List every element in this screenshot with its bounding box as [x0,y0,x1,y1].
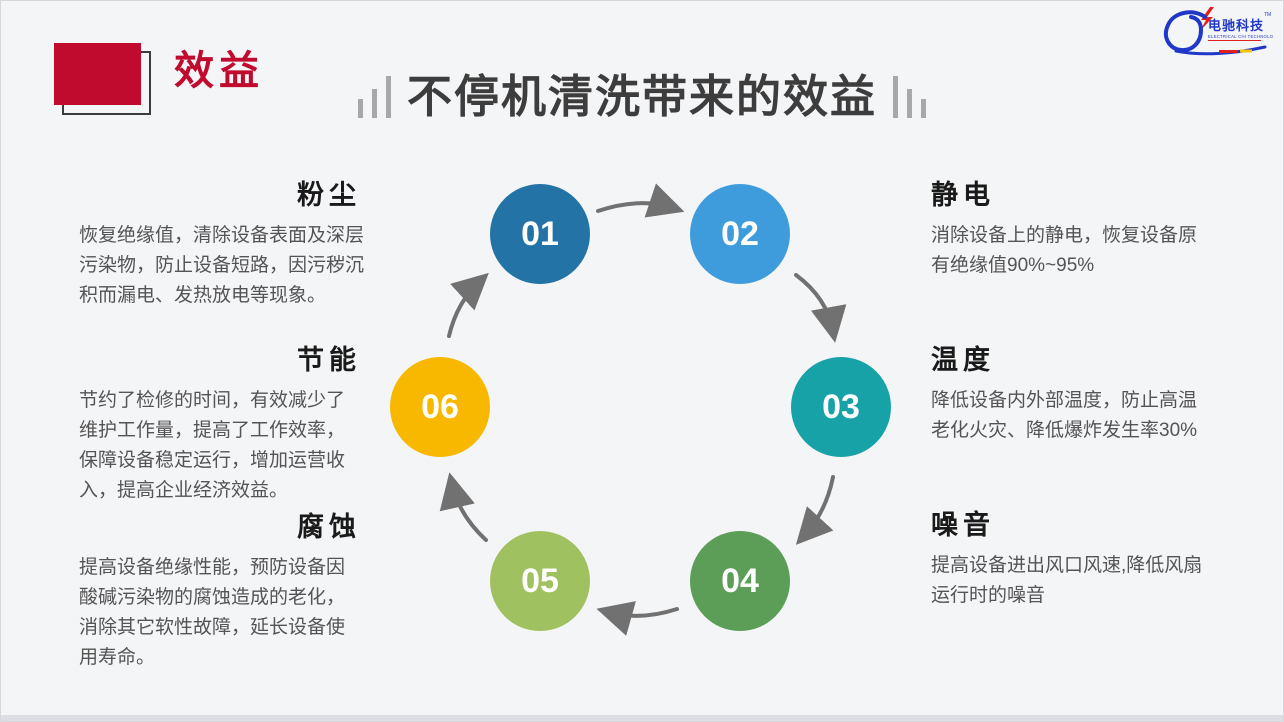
benefit-body: 提高设备绝缘性能，预防设备因 酸碱污染物的腐蚀造成的老化， 消除其它软性故障，延… [79,556,346,668]
arrow-01-02 [596,183,685,218]
arrow-05-06 [439,472,488,542]
benefit-energy-saving: 节能 节约了检修的时间，有效减少了 维护工作量，提高了工作效率， 保障设备稳定运… [79,345,369,506]
benefit-body: 提高设备进出风口风速,降低风扇 运行时的噪音 [931,554,1203,606]
accent-red-square [54,43,141,105]
arrow-06-01 [447,272,489,338]
benefit-body: 节约了检修的时间，有效减少了 维护工作量，提高了工作效率， 保障设备稳定运行，增… [79,389,346,501]
cycle-step-05: 05 [490,531,590,631]
page-title: 不停机清洗带来的效益 [406,71,877,122]
benefit-title: 粉尘 [297,180,361,210]
benefit-body: 降低设备内外部温度，防止高温 老化火灾、降低爆炸发生率30% [931,389,1198,441]
logo-brand-text: 电驰科技 [1208,18,1264,33]
arrow-02-03 [794,273,847,343]
benefit-body: 消除设备上的静电，恢复设备原 有绝缘值90%~95% [931,224,1198,276]
company-logo: 电驰科技 TM ELECTRICAL CHI TECHNOLOGY [1163,7,1273,56]
cycle-step-03: 03 [791,357,891,457]
window-bottom-edge [1,715,1283,721]
logo-tagline: ELECTRICAL CHI TECHNOLOGY [1208,34,1273,39]
logo-stripe-yellow [1240,49,1252,53]
cycle-step-04: 04 [690,531,790,631]
benefit-temperature: 温度 降低设备内外部温度，防止高温 老化火灾、降低爆炸发生率30% [931,345,1231,446]
arrow-03-04 [795,475,835,545]
bars-descending-icon [893,76,926,120]
cycle-step-01: 01 [490,184,590,284]
benefit-title: 腐蚀 [297,512,361,542]
cycle-step-06: 06 [390,357,490,457]
title-row: 不停机清洗带来的效益 [1,73,1283,120]
benefit-dust: 粉尘 恢复绝缘值，清除设备表面及深层 污染物，防止设备短路，因污秽沉 积而漏电、… [79,180,369,311]
section-label: 效益 [174,49,264,93]
benefit-title: 节能 [297,345,361,375]
benefit-title: 静电 [931,180,995,210]
benefit-static: 静电 消除设备上的静电，恢复设备原 有绝缘值90%~95% [931,180,1231,281]
benefit-noise: 噪音 提高设备进出风口风速,降低风扇 运行时的噪音 [931,510,1231,611]
cycle-step-02: 02 [690,184,790,284]
benefit-title: 温度 [931,345,995,375]
benefit-body: 恢复绝缘值，清除设备表面及深层 污染物，防止设备短路，因污秽沉 积而漏电、发热放… [79,224,365,306]
logo-swoosh-icon [1163,10,1207,53]
benefit-title: 噪音 [931,510,995,540]
arrow-04-05 [596,601,679,636]
logo-stripe-red [1219,50,1237,53]
lightning-bolt-icon [1200,7,1214,31]
logo-trademark: TM [1264,12,1271,18]
logo-swoosh-tail [1174,45,1267,56]
bars-ascending-icon [357,76,391,120]
benefit-corrosion: 腐蚀 提高设备绝缘性能，预防设备因 酸碱污染物的腐蚀造成的老化， 消除其它软性故… [79,512,369,673]
